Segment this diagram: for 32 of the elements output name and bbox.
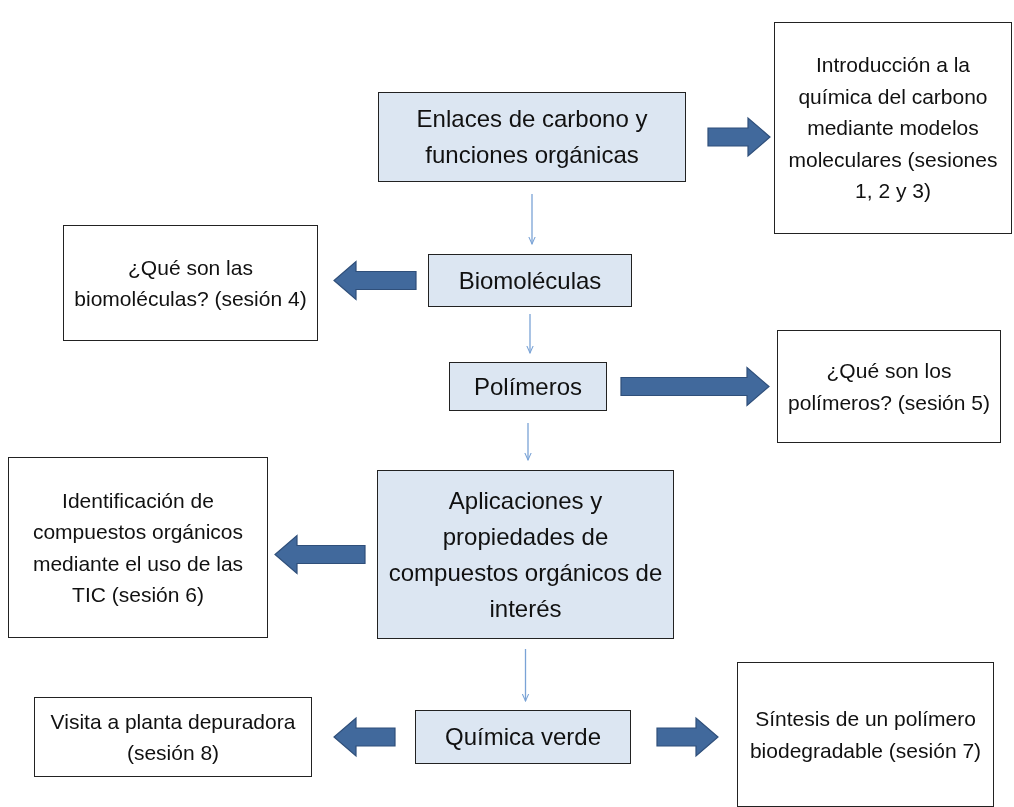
session-box	[34, 697, 312, 777]
block-arrow	[707, 116, 771, 158]
topic-box	[428, 254, 632, 307]
block-arrow	[333, 716, 396, 758]
box-text: Visita a planta depuradora (sesión 8)	[49, 708, 297, 766]
arrow	[528, 193, 536, 245]
arrow	[526, 313, 534, 354]
block-arrow	[274, 534, 366, 575]
session-box	[63, 225, 318, 341]
box-text: Enlaces de carbono y funciones orgánicas	[415, 104, 649, 170]
topic-box	[415, 710, 631, 764]
box-text: Biomoléculas	[458, 265, 602, 296]
box-text: ¿Qué son las biomoléculas? (sesión 4)	[73, 254, 308, 312]
box-text: Química verde	[444, 722, 602, 752]
session-box	[777, 330, 1001, 443]
box-text: ¿Qué son los polímeros? (sesión 5)	[787, 358, 991, 416]
block-arrow	[333, 260, 417, 301]
box-text: Síntesis de un polímero biodegradable (sesión 7)	[748, 706, 983, 764]
box-text: Identificación de compuestos orgánicos mediante el uso de las TIC (sesión 6)	[31, 487, 245, 608]
box-text: Aplicaciones y propiedades de compuestos orgánicos de interés	[388, 485, 663, 624]
block-arrow	[656, 716, 719, 758]
topic-box	[377, 470, 674, 639]
topic-box	[378, 92, 686, 182]
topic-box	[449, 362, 607, 411]
arrow	[524, 422, 532, 461]
session-box	[737, 662, 994, 807]
block-arrow	[620, 366, 770, 407]
session-box	[8, 457, 268, 638]
box-text: Introducción a la química del carbono mediante modelos moleculares (sesiones 1, 2 y 3)	[787, 52, 999, 205]
arrow	[521, 648, 530, 702]
session-box	[774, 22, 1012, 234]
box-text: Polímeros	[473, 371, 582, 402]
